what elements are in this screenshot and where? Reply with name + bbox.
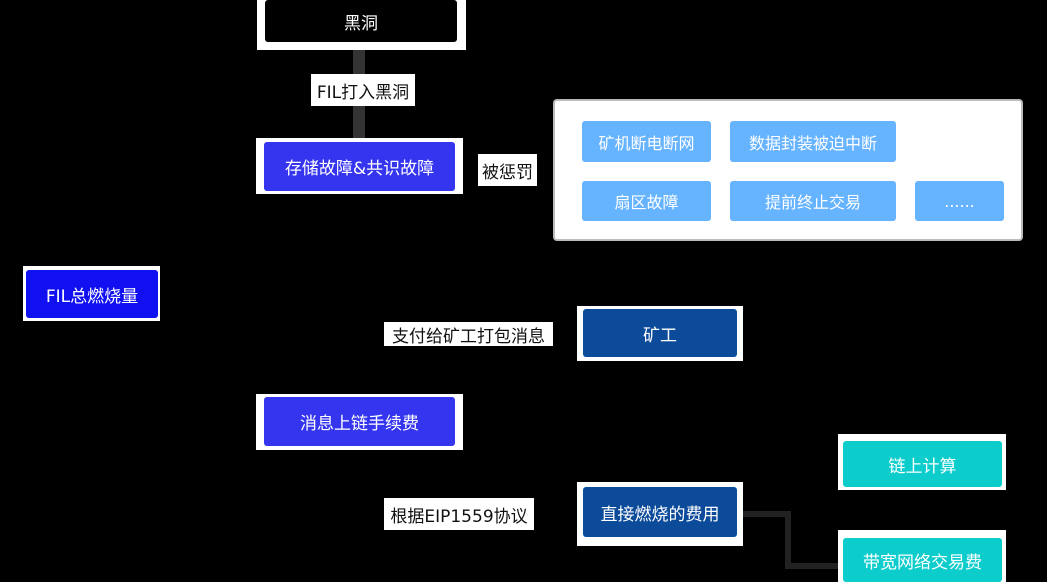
node-direct-burn[interactable]: 直接燃烧的费用 bbox=[583, 487, 737, 537]
node-total-burn[interactable]: FIL总燃烧量 bbox=[26, 270, 158, 318]
label-to-black-hole: FIL打入黑洞 bbox=[311, 74, 415, 106]
node-bandwidth-fee[interactable]: 带宽网络交易费 bbox=[843, 538, 1002, 582]
label-penalized: 被惩罚 bbox=[478, 154, 537, 186]
penalty-item: 提前终止交易 bbox=[730, 181, 896, 221]
connector-direct-burn-h bbox=[743, 511, 789, 517]
label-eip1559: 根据EIP1559协议 bbox=[384, 498, 534, 530]
penalty-item: 扇区故障 bbox=[582, 181, 711, 221]
connector-direct-burn-v bbox=[785, 511, 791, 569]
penalty-item-more: ...... bbox=[915, 181, 1004, 221]
node-onchain-compute[interactable]: 链上计算 bbox=[843, 441, 1002, 487]
node-black-hole[interactable]: 黑洞 bbox=[265, 0, 457, 42]
penalty-item: 矿机断电断网 bbox=[582, 121, 711, 162]
node-msg-fee[interactable]: 消息上链手续费 bbox=[264, 397, 455, 446]
node-miner[interactable]: 矿工 bbox=[583, 309, 737, 357]
label-pay-miner: 支付给矿工打包消息 bbox=[384, 322, 553, 347]
connector-to-bandwidth bbox=[785, 563, 840, 569]
node-storage-fault[interactable]: 存储故障&共识故障 bbox=[264, 142, 455, 191]
penalty-item: 数据封装被迫中断 bbox=[730, 121, 896, 162]
